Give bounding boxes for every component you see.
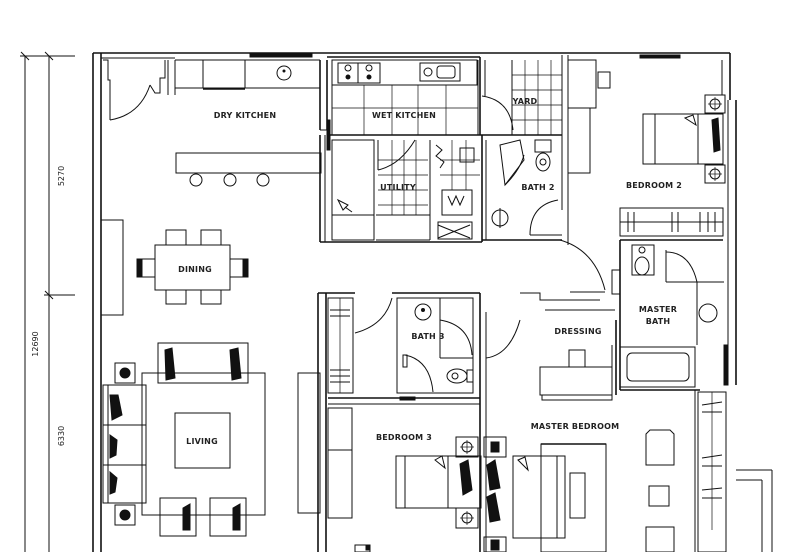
room-label-bath-3: BATH 3 [411, 332, 444, 341]
room-label-master-bedroom: MASTER BEDROOM [531, 422, 620, 431]
bath-2 [482, 139, 562, 241]
breakfast-bar [175, 152, 322, 187]
dining-set [136, 229, 249, 305]
yard [479, 55, 569, 210]
dry-kitchen-counter [175, 59, 320, 90]
bedroom-2 [567, 59, 726, 237]
outer-walls [92, 52, 737, 552]
room-label-master-bath-2: BATH [646, 317, 671, 326]
bedroom-3 [327, 407, 482, 552]
tv-console [297, 372, 321, 514]
room-label-master-bath-1: MASTER [639, 305, 677, 314]
master-bath [619, 244, 729, 391]
master-bedroom [483, 390, 773, 552]
utility [320, 135, 483, 243]
entry-door [103, 59, 176, 121]
room-label-living: LIVING [186, 437, 218, 446]
room-label-bedroom-2: BEDROOM 2 [626, 181, 682, 190]
side-cabinet [100, 219, 124, 316]
bath-3-walls [317, 292, 521, 552]
kitchen-partition [319, 60, 331, 242]
room-label-bath-2: BATH 2 [521, 183, 554, 192]
dimension-lines [20, 51, 75, 552]
dimension-6330: 6330 [57, 426, 66, 446]
room-label-wet-kitchen: WET KITCHEN [372, 111, 436, 120]
living-set [102, 342, 266, 537]
room-label-yard: YARD [512, 97, 538, 106]
wet-kitchen [327, 56, 480, 136]
room-label-dressing: DRESSING [554, 327, 601, 336]
room-label-bedroom-3: BEDROOM 3 [376, 433, 432, 442]
dimension-12690: 12690 [31, 331, 40, 356]
dimension-5270: 5270 [57, 166, 66, 186]
dressing [520, 292, 617, 396]
room-label-dry-kitchen: DRY KITCHEN [214, 111, 277, 120]
room-label-utility: UTILITY [380, 183, 416, 192]
room-label-dining: DINING [178, 265, 212, 274]
